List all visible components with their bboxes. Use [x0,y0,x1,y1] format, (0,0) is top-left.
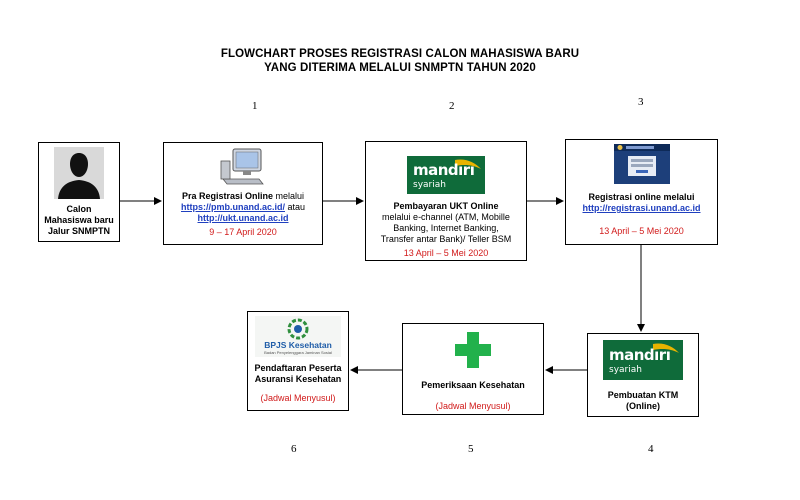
box6-note: (Jadwal Menyusul) [260,393,336,403]
box4-bold-line2: (Online) [626,401,660,411]
box5-note: (Jadwal Menyusul) [435,401,511,411]
step-number-4: 4 [648,443,654,455]
box-pendaftaran-asuransi: BPJS Kesehatan Badan Penyelenggara Jamin… [247,311,349,411]
box1-date: 9 – 17 April 2020 [209,227,277,237]
box-registrasi-online: Registrasi online melalui http://registr… [565,139,718,245]
box2-bold: Pembayaran UKT Online [393,201,499,211]
diagram-title-line2: YANG DITERIMA MELALUI SNMPTN TAHUN 2020 [264,62,536,74]
start-label-line2: Mahasiswa baru [44,215,114,225]
registration-screenshot-thumbnail [613,144,670,184]
pmb-link[interactable]: https://pmb.unand.ac.id/ [180,202,285,212]
step-number-1: 1 [252,100,258,112]
start-box: Calon Mahasiswa baru Jalur SNMPTN [38,142,120,242]
registrasi-link[interactable]: http://registrasi.unand.ac.id [582,203,701,213]
computer-icon [220,148,264,185]
box5-bold: Pemeriksaan Kesehatan [421,380,525,390]
box-pra-registrasi: Pra Registrasi Online melalui https://pm… [163,142,323,245]
diagram-title-line1: FLOWCHART PROSES REGISTRASI CALON MAHASI… [220,48,580,60]
box3-bold: Registrasi online melalui [588,192,695,202]
step-number-2: 2 [449,100,455,112]
box6-bold-line2: Asuransi Kesehatan [254,374,342,384]
step-number-3: 3 [638,96,644,108]
box-pemeriksaan-kesehatan: Pemeriksaan Kesehatan (Jadwal Menyusul) [402,323,544,415]
step-number-5: 5 [468,443,474,455]
box1-text2: atau [284,202,306,212]
person-silhouette-icon [54,147,104,199]
box1-text: melalui [273,191,305,201]
start-label-line3: Jalur SNMPTN [47,226,110,236]
mandiri-syariah-logo-ktm: mandırı syariah [603,340,683,380]
start-label-line1: Calon [66,204,92,214]
step-number-6: 6 [291,443,297,455]
medical-cross-icon [455,332,491,368]
bpjs-kesehatan-logo: BPJS Kesehatan Badan Penyelenggara Jamin… [255,316,341,357]
mandiri-syariah-logo: mandırı syariah [407,156,485,194]
box6-bold-line1: Pendaftaran Peserta [254,363,342,373]
box1-bold: Pra Registrasi Online [181,191,274,201]
box2-line3: Transfer antar Bank)/ Teller BSM [380,234,512,244]
box-pembuatan-ktm: mandırı syariah Pembuatan KTM (Online) [587,333,699,417]
box4-bold-line1: Pembuatan KTM [607,390,679,400]
box-pembayaran-ukt: mandırı syariah Pembayaran UKT Online me… [365,141,527,261]
ukt-link[interactable]: http://ukt.unand.ac.id [197,213,289,223]
box2-line1: melalui e-channel (ATM, Mobille [382,212,510,222]
box2-date: 13 April – 5 Mei 2020 [403,248,489,258]
box2-line2: Banking, Internet Banking, [393,223,499,233]
box3-date: 13 April – 5 Mei 2020 [599,226,684,236]
